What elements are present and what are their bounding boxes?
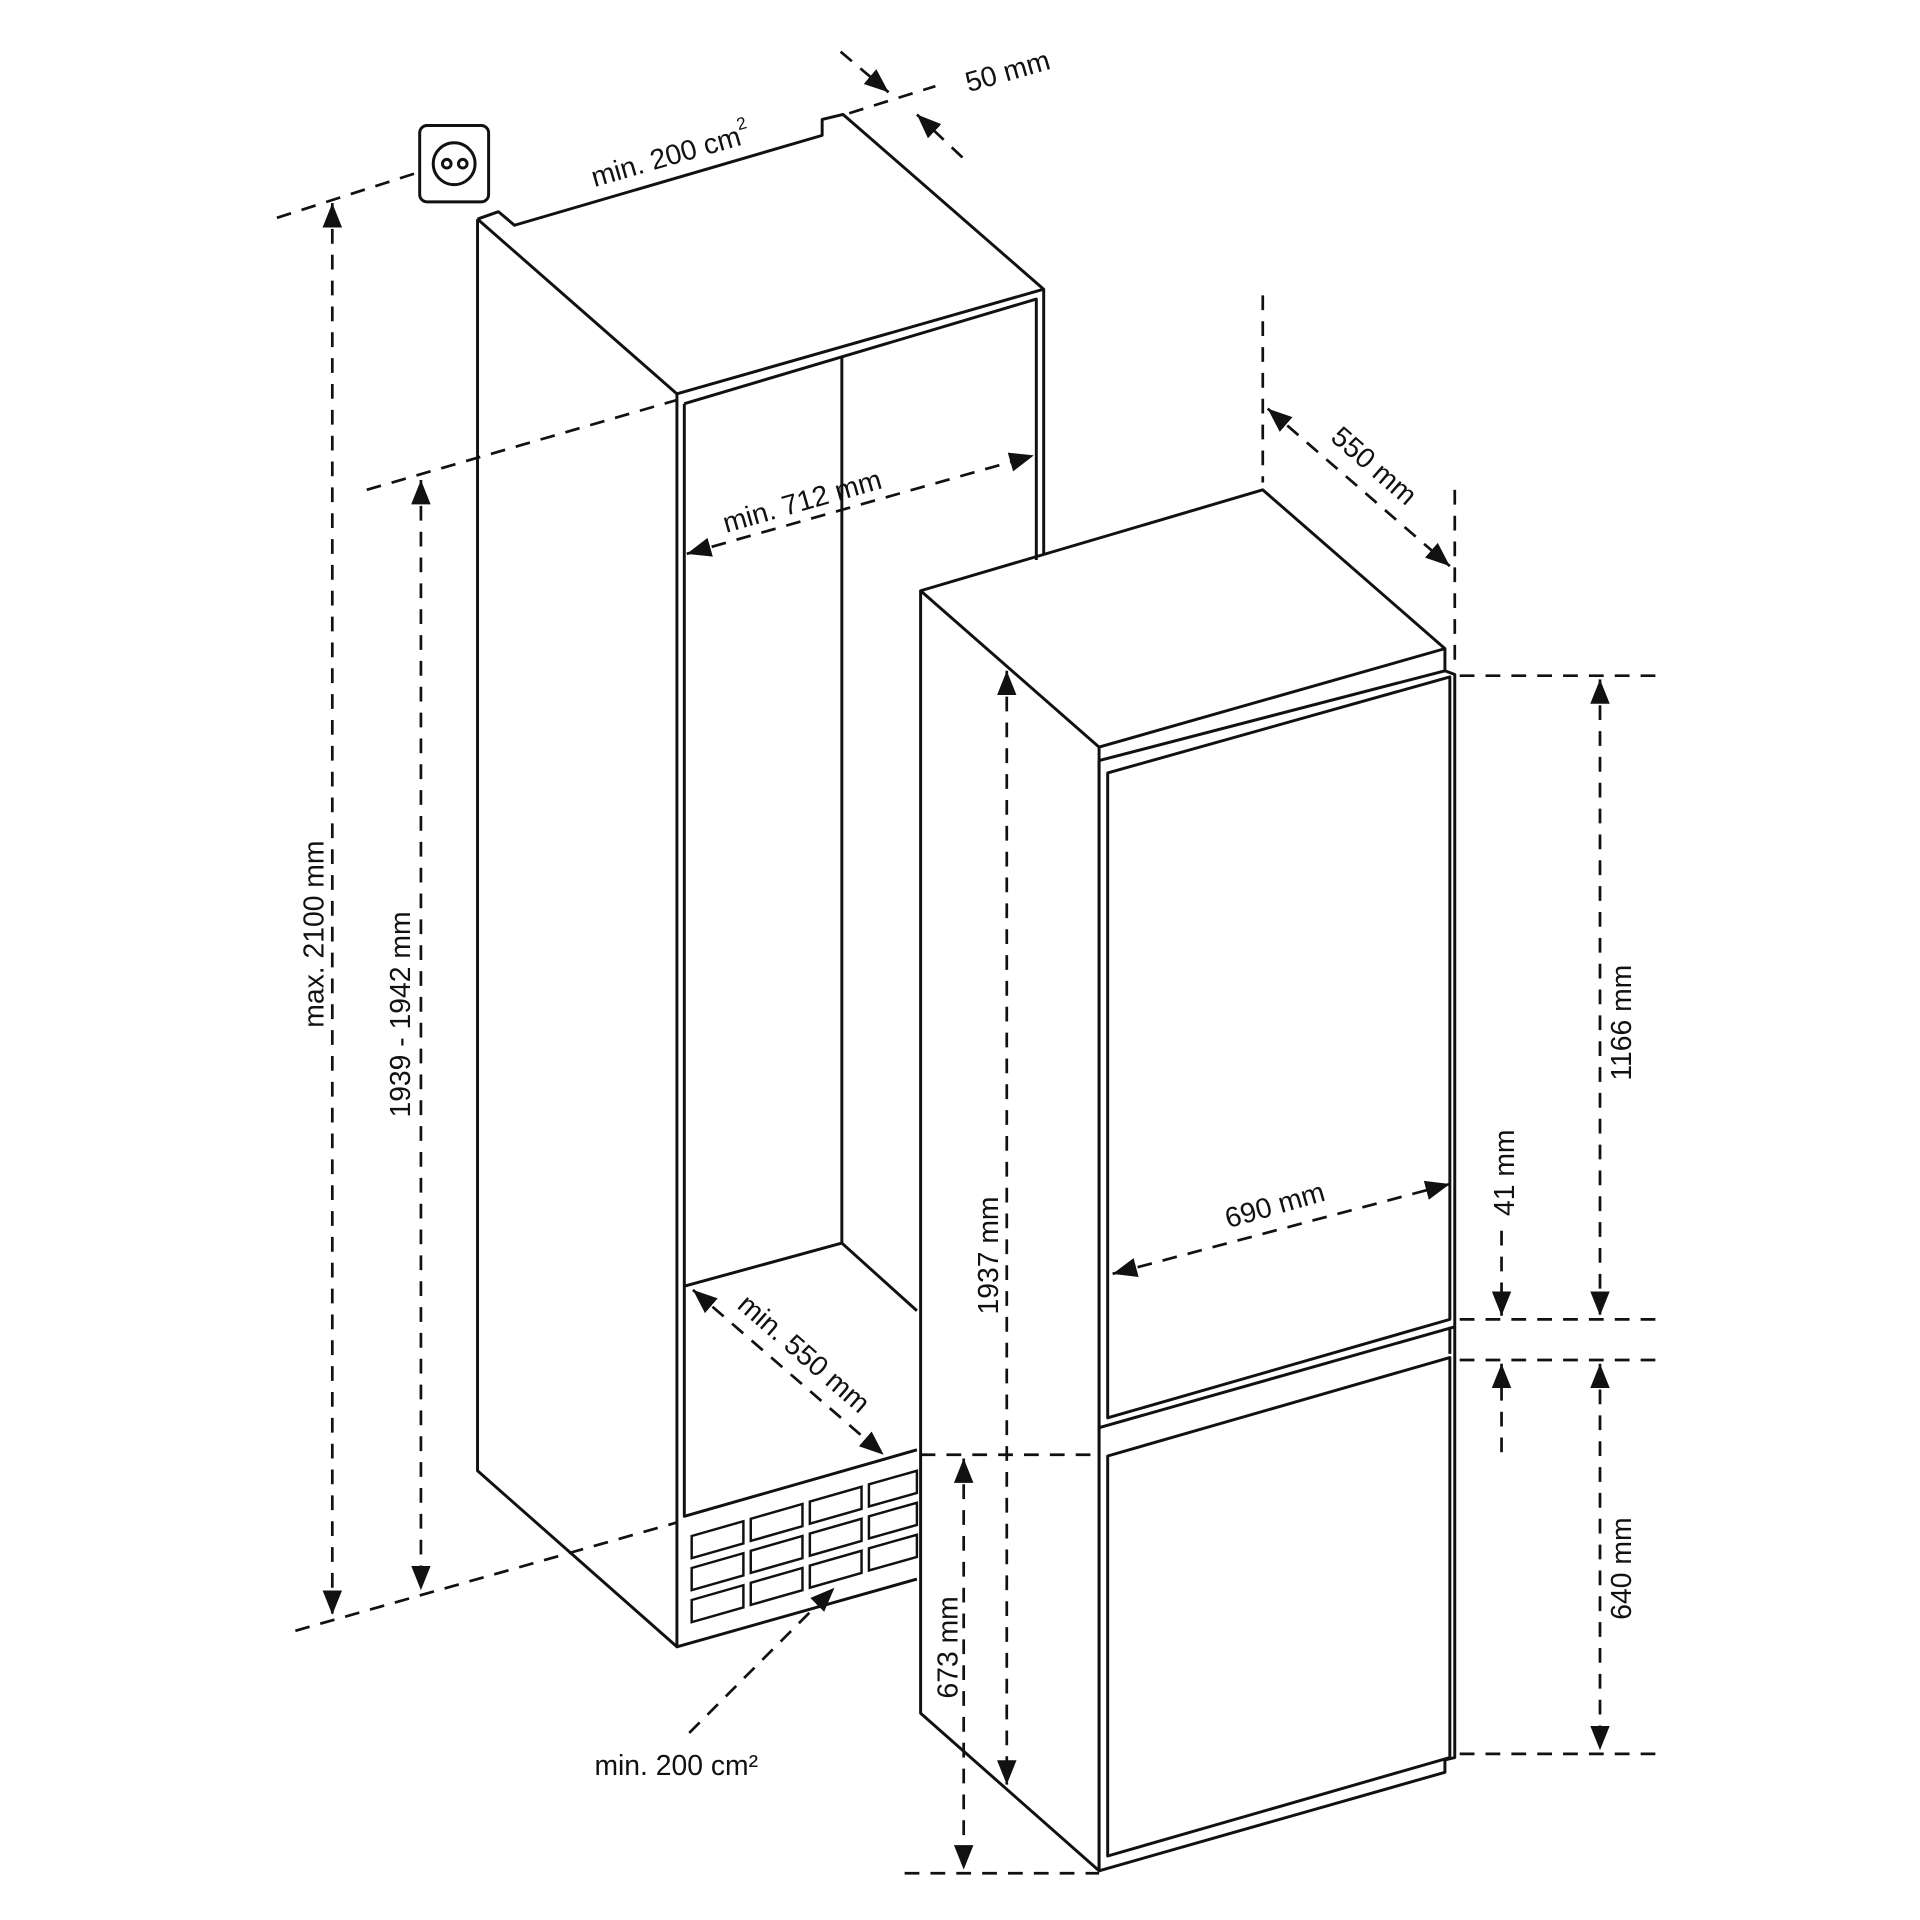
- cabinet-niche: [476, 112, 1046, 1649]
- upper-door: [1106, 675, 1452, 1420]
- power-socket-icon: [418, 124, 491, 204]
- upper-door-label: 1166 mm: [1605, 965, 1637, 1081]
- max-height-label: max. 2100 mm: [298, 841, 330, 1028]
- niche-height-label: 1939 - 1942 mm: [384, 911, 416, 1117]
- lower-door-label: 640 mm: [1605, 1517, 1637, 1619]
- niche-width-label: min. 712 mm: [719, 463, 885, 539]
- lower-height-label: 673 mm: [932, 1596, 964, 1698]
- vent-bottom-label: min. 200 cm²: [594, 1749, 758, 1781]
- gap-label: 41 mm: [1488, 1130, 1520, 1216]
- fridge: [919, 488, 1457, 1873]
- gap-top-label: 50 mm: [961, 43, 1053, 98]
- height-label: 1937 mm: [972, 1196, 1004, 1314]
- dimension-lines: [276, 50, 1656, 1875]
- width-label: 690 mm: [1221, 1175, 1328, 1234]
- lower-door: [1106, 1356, 1452, 1858]
- niche-depth-label: min. 550 mm: [732, 1287, 876, 1418]
- depth-label: 550 mm: [1325, 420, 1423, 511]
